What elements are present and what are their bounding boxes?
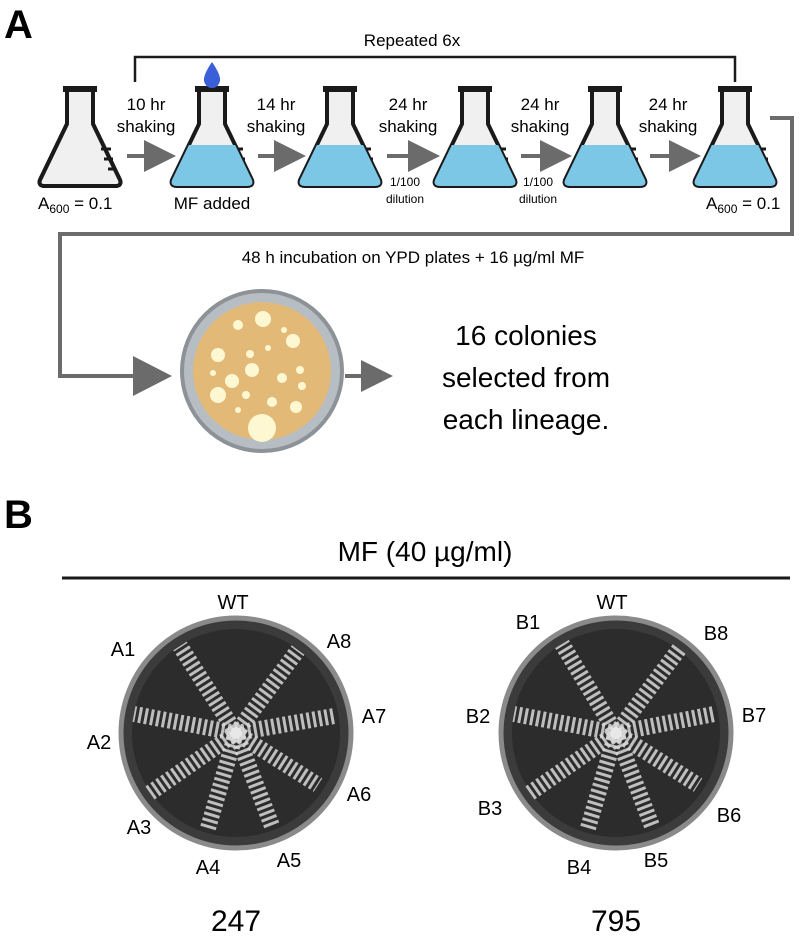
step-4-line2: shaking [511, 117, 570, 136]
plate-247-streaks [132, 641, 336, 831]
drop-icon [203, 62, 221, 88]
condition-label: MF (40 µg/ml) [338, 536, 513, 567]
mf-added-label: MF added [174, 194, 251, 213]
step-4-line1: 24 hr [521, 95, 560, 114]
plate-247-label-a8: A8 [327, 631, 351, 653]
repeat-bracket [133, 55, 737, 82]
result-line-2: selected from [442, 362, 610, 393]
repeat-label: Repeated 6x [364, 31, 461, 50]
plate-795-label-b1: B1 [516, 612, 540, 634]
panel-a-letter: A [4, 3, 33, 47]
step-5-line1: 24 hr [649, 95, 688, 114]
plate-247-label-a7: A7 [362, 706, 386, 728]
flask-6 [692, 84, 778, 188]
petri-dish [180, 289, 344, 453]
plate-247-label-a6: A6 [347, 784, 371, 806]
plate-795-streaks [512, 639, 716, 831]
flask-3 [297, 84, 383, 188]
step-2-line1: 14 hr [257, 95, 296, 114]
plate-247-label-wt: WT [217, 592, 248, 614]
dilution-1-line2: dilution [386, 192, 424, 206]
plate-247-label-a5: A5 [277, 850, 301, 872]
strain-247-label: 247 [211, 905, 261, 938]
plate-247-label-a3: A3 [127, 817, 151, 839]
plate-795-label-b5: B5 [644, 850, 668, 872]
plate-795-label-b6: B6 [717, 805, 741, 827]
step-3-line2: shaking [379, 117, 438, 136]
strain-795-label: 795 [591, 905, 641, 938]
result-line-3: each lineage. [443, 404, 610, 435]
colonies [210, 311, 306, 442]
incubation-label: 48 h incubation on YPD plates + 16 µg/ml… [242, 248, 585, 267]
panel-b-letter: B [4, 493, 33, 537]
step-1-line1: 10 hr [127, 95, 166, 114]
dilution-2-line2: dilution [519, 192, 557, 206]
step-2-line2: shaking [247, 117, 306, 136]
step-3-line1: 24 hr [389, 95, 428, 114]
plate-247 [118, 615, 354, 851]
end-density-label: A600 = 0.1 [706, 194, 780, 216]
step-5-line2: shaking [639, 117, 698, 136]
result-line-1: 16 colonies [455, 320, 597, 351]
plate-795-label-b4: B4 [567, 857, 591, 879]
loop-connector [58, 116, 794, 378]
start-density-label: A600 = 0.1 [38, 194, 112, 216]
plate-795-label-b7: B7 [742, 705, 766, 727]
plate-795 [498, 615, 734, 851]
plate-795-label-b3: B3 [478, 798, 502, 820]
flask-2 [169, 84, 255, 188]
dilution-2-line1: 1/100 [523, 175, 553, 189]
plate-247-label-a2: A2 [87, 732, 111, 754]
loop-arrowhead [133, 356, 172, 396]
plate-247-label-a4: A4 [196, 857, 220, 879]
dilution-1-line1: 1/100 [390, 175, 420, 189]
flask-outlines [37, 84, 123, 188]
plate-795-label-b2: B2 [466, 706, 490, 728]
flask-4 [432, 84, 518, 188]
step-1-line2: shaking [117, 117, 176, 136]
plate-247-label-a1: A1 [111, 639, 135, 661]
plate-795-label-b8: B8 [704, 623, 728, 645]
flask-5 [562, 84, 648, 188]
plate-795-label-wt: WT [596, 592, 627, 614]
